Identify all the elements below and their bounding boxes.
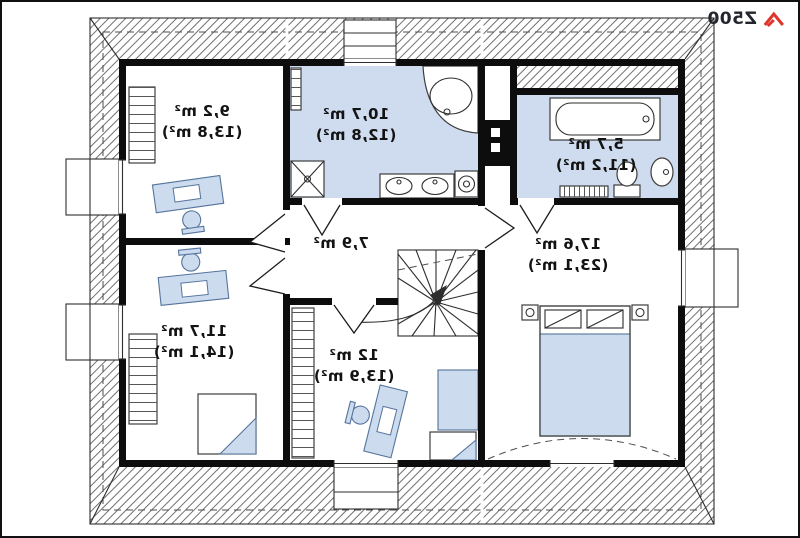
radiator — [559, 185, 609, 198]
area-value: 17,6 m² — [534, 235, 602, 253]
washing-machine — [454, 170, 479, 198]
room-area-label-hallway: 7,9 m² — [288, 233, 394, 254]
door-bottom-left-room — [248, 257, 286, 295]
window-bottom-2 — [549, 460, 615, 467]
double-sink — [379, 173, 455, 199]
low-ceiling-strip — [517, 66, 678, 88]
area-value: 9,2 m² — [174, 102, 230, 120]
window-left-1 — [119, 159, 126, 215]
toilet — [613, 161, 641, 198]
window-left-2 — [119, 304, 126, 360]
area-total-value: (23,1 m²) — [527, 256, 609, 274]
wardrobe — [291, 307, 315, 459]
door-bedroom-right — [484, 207, 516, 249]
shower — [290, 160, 325, 198]
window-bottom-1 — [333, 460, 399, 467]
room-area-label-bathroom-ensuite: 5,7 m² (11,2 m²) — [543, 134, 649, 176]
bathtub — [549, 97, 661, 141]
dresser — [437, 369, 479, 431]
door-bottom-middle-room — [333, 304, 375, 335]
area-total-value: (14,1 m²) — [153, 343, 235, 361]
window-right — [678, 249, 685, 307]
roof-window-cutouts — [65, 19, 739, 510]
nightstand — [521, 304, 539, 321]
door-bathroom-main — [303, 204, 341, 237]
headroom-dashed-arc — [487, 438, 677, 460]
door-bathroom-ensuite — [519, 204, 555, 235]
corner-bathtub — [422, 65, 479, 134]
area-value: 10,7 m² — [322, 105, 390, 123]
area-total-value: (12,8 m²) — [315, 126, 397, 144]
area-value: 11,7 m² — [160, 322, 228, 340]
windows — [119, 59, 685, 467]
doors — [248, 204, 555, 335]
z500-logo-text: Z500 — [707, 9, 757, 29]
area-value: 12 m² — [329, 346, 379, 364]
room-area-label-bottom-middle: 12 m² (13,9 m²) — [301, 345, 407, 387]
door-top-left-room — [248, 213, 286, 253]
sink — [650, 157, 674, 187]
z500-logo: Z500 — [707, 9, 786, 29]
wardrobe — [128, 86, 156, 164]
z500-roof-icon — [763, 11, 785, 28]
area-value: 7,9 m² — [313, 234, 369, 252]
area-value: 5,7 m² — [568, 135, 624, 153]
room-area-label-bathroom-main: 10,7 m² (12,8 m²) — [303, 104, 409, 146]
staircase — [349, 249, 479, 337]
daybed — [197, 393, 257, 455]
wardrobe — [128, 333, 158, 425]
daybed — [429, 431, 477, 461]
double-bed — [539, 305, 631, 437]
room-area-label-top-left: 9,2 m² (13,8 m²) — [149, 101, 255, 143]
room-area-label-bedroom-right: 17,6 m² (23,1 m²) — [515, 234, 621, 276]
area-total-value: (11,2 m²) — [555, 156, 637, 174]
area-total-value: (13,8 m²) — [161, 123, 243, 141]
nightstand — [631, 304, 649, 321]
room-area-label-bottom-left: 11,7 m² (14,1 m²) — [141, 321, 247, 363]
walls — [119, 59, 685, 467]
chimney-flue — [485, 120, 511, 166]
area-total-value: (13,9 m²) — [313, 367, 395, 385]
towel-radiator — [290, 67, 302, 111]
window-top — [343, 59, 397, 66]
